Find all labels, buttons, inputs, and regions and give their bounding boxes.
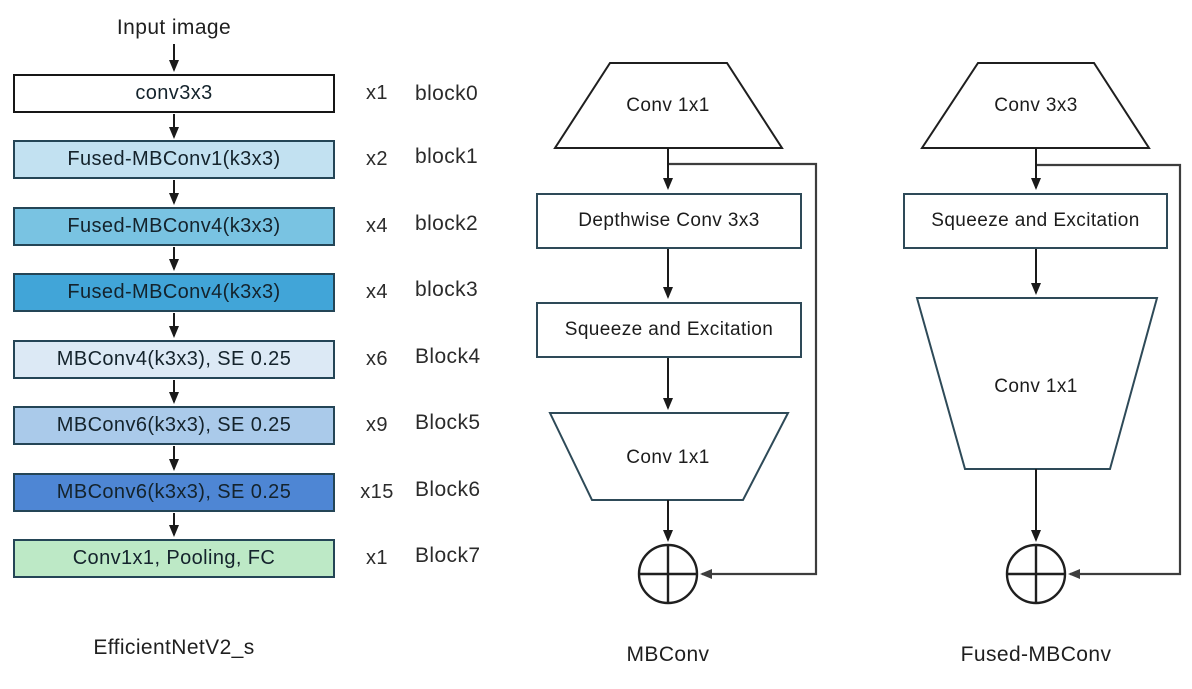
depthwise-conv-box: Depthwise Conv 3x3	[536, 193, 802, 249]
arch-block-stage2: Fused-MBConv4(k3x3)	[13, 207, 335, 246]
mbconv-caption: MBConv	[626, 643, 710, 666]
repeat-multiplier: x1	[366, 547, 388, 569]
repeat-multiplier: x15	[360, 481, 394, 503]
arch-block-stage7: Conv1x1, Pooling, FC	[13, 539, 335, 578]
block-stage-label: Block5	[415, 410, 481, 434]
repeat-multiplier: x1	[366, 82, 388, 104]
block-stage-label: block3	[415, 277, 479, 301]
arch-block-stage4: MBConv4(k3x3), SE 0.25	[13, 340, 335, 379]
efficientnetv2-caption: EfficientNetV2_s	[93, 636, 255, 659]
fused-mbconv-shapes	[915, 62, 1182, 605]
block-stage-label: block2	[415, 211, 479, 235]
input-image-label: Input image	[116, 16, 232, 39]
mbconv-skip-connection	[668, 162, 818, 579]
mbconv-add-icon	[637, 543, 699, 605]
mbconv-project-trapezoid	[548, 412, 790, 501]
fused-expand-trapezoid	[920, 62, 1151, 149]
block-stage-label: block0	[415, 81, 479, 105]
arch-block-stage5: MBConv6(k3x3), SE 0.25	[13, 406, 335, 445]
repeat-multiplier: x9	[366, 414, 388, 436]
block-stage-label: Block4	[415, 344, 481, 368]
arch-block-stage0: conv3x3	[13, 74, 335, 113]
repeat-multiplier: x4	[366, 215, 388, 237]
fused-skip-connection	[1036, 163, 1182, 579]
block-stage-label: Block7	[415, 543, 481, 567]
fused-mbconv-caption: Fused-MBConv	[960, 643, 1112, 666]
squeeze-excitation-box: Squeeze and Excitation	[536, 302, 802, 358]
repeat-multiplier: x6	[366, 348, 388, 370]
arch-block-stage1: Fused-MBConv1(k3x3)	[13, 140, 335, 179]
repeat-multiplier: x4	[366, 281, 388, 303]
fused-squeeze-excitation-box: Squeeze and Excitation	[903, 193, 1168, 249]
fused-add-icon	[1005, 543, 1067, 605]
mbconv-expand-trapezoid	[553, 62, 784, 149]
block-stage-label: block1	[415, 144, 479, 168]
block-stage-label: Block6	[415, 477, 481, 501]
arch-block-stage3: Fused-MBConv4(k3x3)	[13, 273, 335, 312]
arch-block-stage6: MBConv6(k3x3), SE 0.25	[13, 473, 335, 512]
mbconv-shapes	[548, 62, 818, 605]
fused-project-trapezoid	[915, 297, 1159, 470]
repeat-multiplier: x2	[366, 148, 388, 170]
